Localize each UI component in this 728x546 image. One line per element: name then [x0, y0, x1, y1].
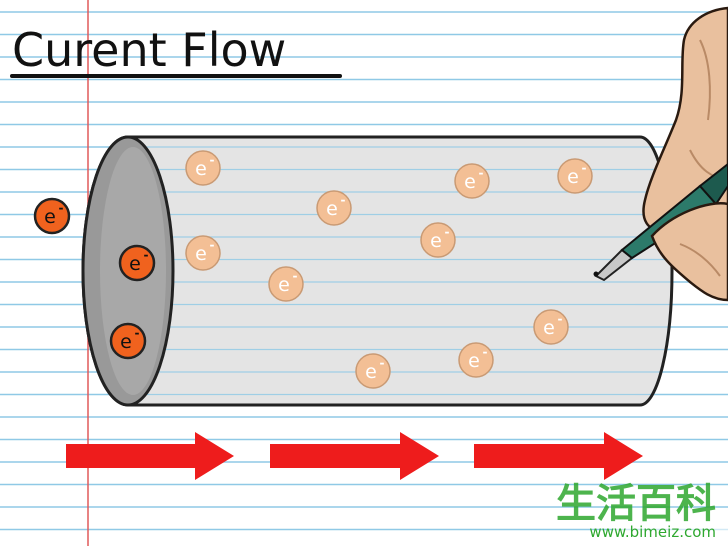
current-arrows [66, 432, 643, 480]
electron-circle [33, 197, 71, 235]
electron-label: e [44, 206, 56, 228]
electron-label: e [464, 171, 476, 193]
arrow-right-1 [66, 432, 234, 480]
electron: e- [185, 150, 221, 186]
electron-label: e [430, 230, 442, 252]
electron-label: e [278, 274, 290, 296]
electron-circle [533, 309, 569, 345]
electron-charge: - [210, 238, 215, 252]
diagram-title: Curent Flow [12, 23, 286, 77]
electron-circle [316, 190, 352, 226]
electron-label: e [195, 158, 207, 180]
electron-label: e [543, 317, 555, 339]
electron-charge: - [135, 326, 140, 340]
electron-outside: e- [109, 322, 147, 360]
electron-circle [109, 322, 147, 360]
electron-circle [268, 266, 304, 302]
hand-thumb [650, 202, 728, 302]
electron: e- [355, 353, 391, 389]
electron-charge: - [558, 312, 563, 326]
electron-charge: - [582, 161, 587, 175]
electron-outside: e- [33, 197, 71, 235]
electron-charge: - [445, 225, 450, 239]
electron: e- [185, 235, 221, 271]
electron-circle [454, 163, 490, 199]
electron-charge: - [293, 269, 298, 283]
arrow-right-2 [270, 432, 439, 480]
electron-circle [355, 353, 391, 389]
electron-circle [458, 342, 494, 378]
electron-charge: - [210, 153, 215, 167]
electron: e- [557, 158, 593, 194]
electron: e- [458, 342, 494, 378]
electron-charge: - [483, 345, 488, 359]
electron-circle [118, 244, 156, 282]
electron-circle [185, 150, 221, 186]
electron: e- [454, 163, 490, 199]
electron-label: e [129, 253, 141, 275]
electron-charge: - [479, 166, 484, 180]
electron-circle [557, 158, 593, 194]
watermark-backdrop [612, 510, 728, 546]
arrow-right-3 [474, 432, 643, 480]
electron-charge: - [380, 356, 385, 370]
tube-body [83, 137, 672, 405]
electron: e- [533, 309, 569, 345]
electron: e- [420, 222, 456, 258]
electron-outside: e- [118, 244, 156, 282]
electron-circle [420, 222, 456, 258]
electron-charge: - [59, 201, 64, 215]
electron-label: e [195, 243, 207, 265]
electron-label: e [120, 331, 132, 353]
electron: e- [268, 266, 304, 302]
watermark-url: www.bimeiz.com [589, 523, 716, 541]
electron-label: e [326, 198, 338, 220]
electron-circle [185, 235, 221, 271]
electron-charge: - [144, 248, 149, 262]
electron-label: e [365, 361, 377, 383]
electron-charge: - [341, 193, 346, 207]
electron-label: e [468, 350, 480, 372]
watermark-chinese: 生活百科 [556, 481, 716, 527]
electron-label: e [567, 166, 579, 188]
electron: e- [316, 190, 352, 226]
electrons: e-e-e-e-e-e-e-e-e-e-e-e-e- [33, 150, 593, 389]
